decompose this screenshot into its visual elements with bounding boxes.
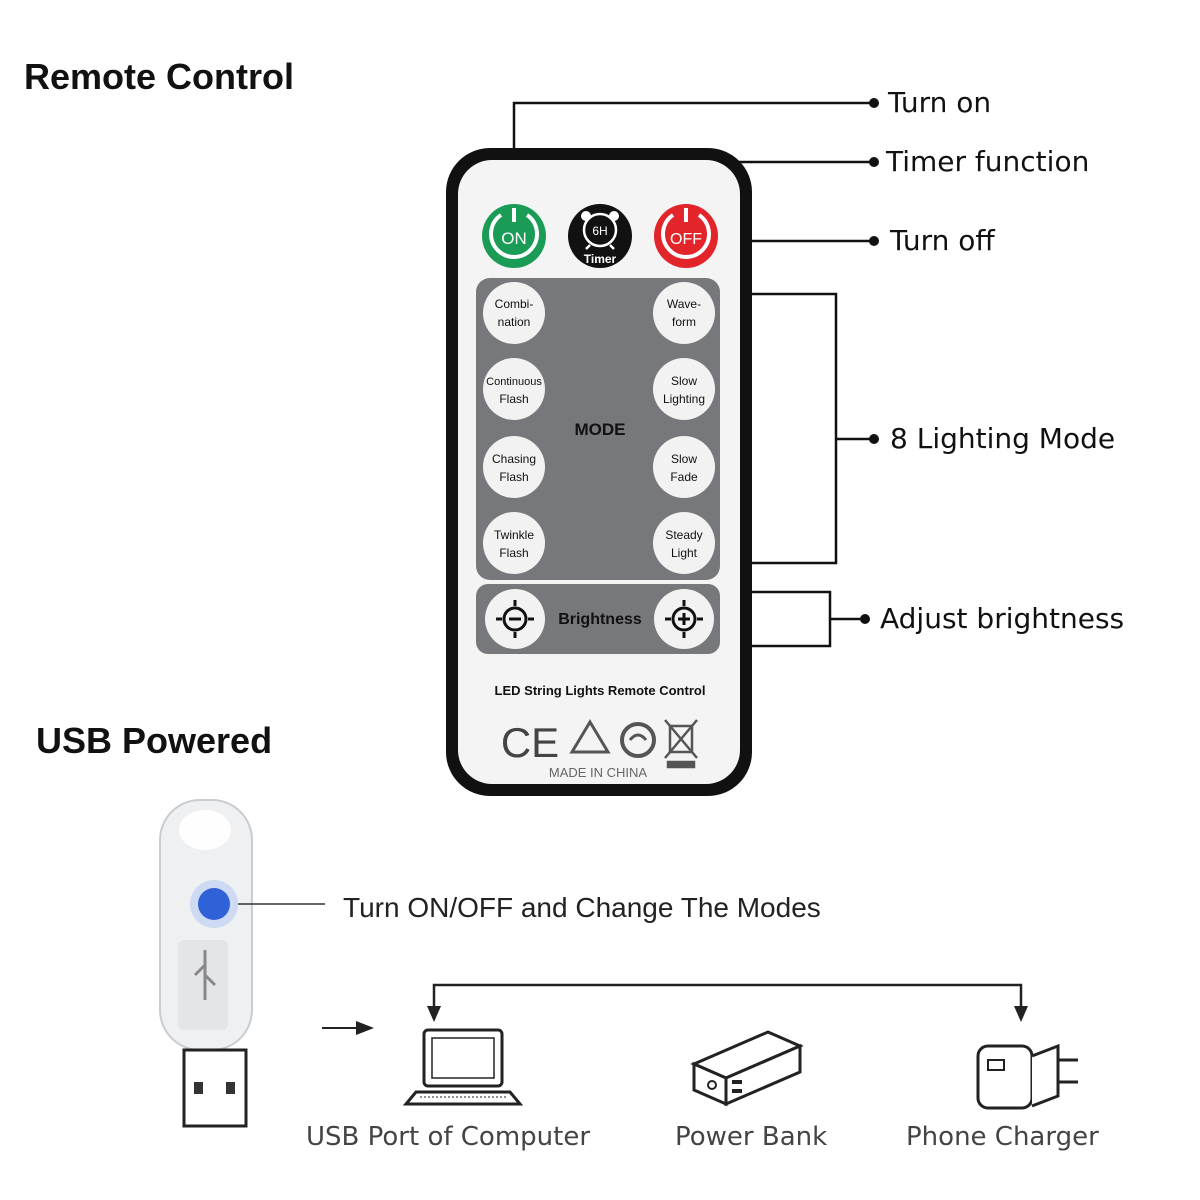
device-label-phone-charger: Phone Charger	[906, 1122, 1099, 1152]
green-dot-icon	[620, 722, 656, 758]
modes-bracket	[745, 292, 838, 565]
callout-turn-off: Turn off	[890, 224, 995, 257]
usb-symbol-icon	[193, 950, 217, 1000]
mode-button-label: Wave-	[667, 297, 701, 311]
off-label: OFF	[670, 231, 702, 248]
device-label-computer: USB Port of Computer	[306, 1122, 591, 1152]
callout-adjust-brightness: Adjust brightness	[880, 602, 1125, 635]
mode-button-steady-light: Steady Light	[653, 512, 715, 574]
power-bank-icon	[690, 1030, 804, 1107]
brightness-dot	[860, 614, 870, 624]
brightness-down-button	[485, 589, 545, 649]
timer-dot	[869, 157, 879, 167]
mode-center-label: MODE	[575, 420, 626, 439]
usb-plug	[182, 1048, 248, 1128]
brightness-down-icon	[496, 600, 534, 638]
turn-off-dot	[869, 236, 879, 246]
usb-diagram	[159, 799, 1078, 1128]
mode-button-combination: Combi- nation	[483, 282, 545, 344]
remote-diagram: ON 6H Timer OFF MODE Combi- nation Conti…	[446, 98, 879, 796]
usb-controller	[159, 799, 253, 1128]
phone-charger-icon	[976, 1043, 1078, 1110]
product-label: LED String Lights Remote Control	[495, 683, 706, 698]
mode-button-label: Combi-	[495, 297, 534, 311]
brightness-up-button	[654, 589, 714, 649]
usb-button-callout: Turn ON/OFF and Change The Modes	[343, 892, 821, 923]
mode-button-twinkle-flash: Twinkle Flash	[483, 512, 545, 574]
usb-powered-heading: USB Powered	[36, 720, 273, 761]
mode-button-label: Continuous	[486, 376, 542, 388]
timer-label: Timer	[584, 252, 617, 266]
device-bracket-arrow	[432, 983, 1023, 1010]
mode-button-chasing-flash: Chasing Flash	[483, 436, 545, 498]
device-label-power-bank: Power Bank	[675, 1122, 828, 1152]
mode-button-label: Steady	[665, 528, 702, 542]
mode-button-label: Twinkle	[494, 528, 534, 542]
mode-button-label: Flash	[499, 470, 528, 484]
mode-button-label: form	[672, 315, 696, 329]
on-label: ON	[501, 229, 527, 248]
mode-button-label: Lighting	[663, 392, 705, 406]
arrow-right-icon	[322, 1021, 374, 1035]
modes-dot	[869, 434, 879, 444]
mode-button-waveform: Wave- form	[653, 282, 715, 344]
timer-hours: 6H	[592, 224, 607, 238]
mode-button-slow-fade: Slow Fade	[653, 436, 715, 498]
weee-bin-icon	[664, 719, 698, 769]
mode-button-continuous-flash: Continuous Flash	[483, 358, 545, 420]
mode-button-label: nation	[498, 315, 531, 329]
laptop-icon	[402, 1028, 524, 1106]
mode-button-label: Slow	[671, 374, 697, 388]
ce-mark: CE	[501, 719, 559, 766]
recycle-icon	[569, 719, 611, 754]
mode-button-label: Light	[671, 546, 698, 560]
remote-control-heading: Remote Control	[24, 56, 294, 97]
callout-lighting-modes: 8 Lighting Mode	[890, 422, 1116, 455]
mode-button-label: Slow	[671, 452, 697, 466]
callout-turn-on: Turn on	[888, 86, 992, 119]
mode-button-label: Fade	[670, 470, 698, 484]
brightness-bracket	[750, 590, 832, 648]
brightness-up-icon	[665, 600, 703, 638]
callout-timer-function: Timer function	[886, 145, 1090, 178]
brightness-label: Brightness	[558, 611, 642, 628]
timer-button: 6H Timer	[568, 204, 632, 268]
mode-button-label: Flash	[499, 546, 528, 560]
mode-button-slow-lighting: Slow Lighting	[653, 358, 715, 420]
usb-mode-button	[190, 880, 238, 928]
off-button: OFF	[654, 204, 718, 268]
mode-panel	[476, 278, 720, 580]
made-in-label: MADE IN CHINA	[549, 765, 648, 780]
on-button: ON	[482, 204, 546, 268]
mode-button-label: Flash	[499, 392, 528, 406]
mode-button-label: Chasing	[492, 452, 536, 466]
turn-on-dot	[869, 98, 879, 108]
